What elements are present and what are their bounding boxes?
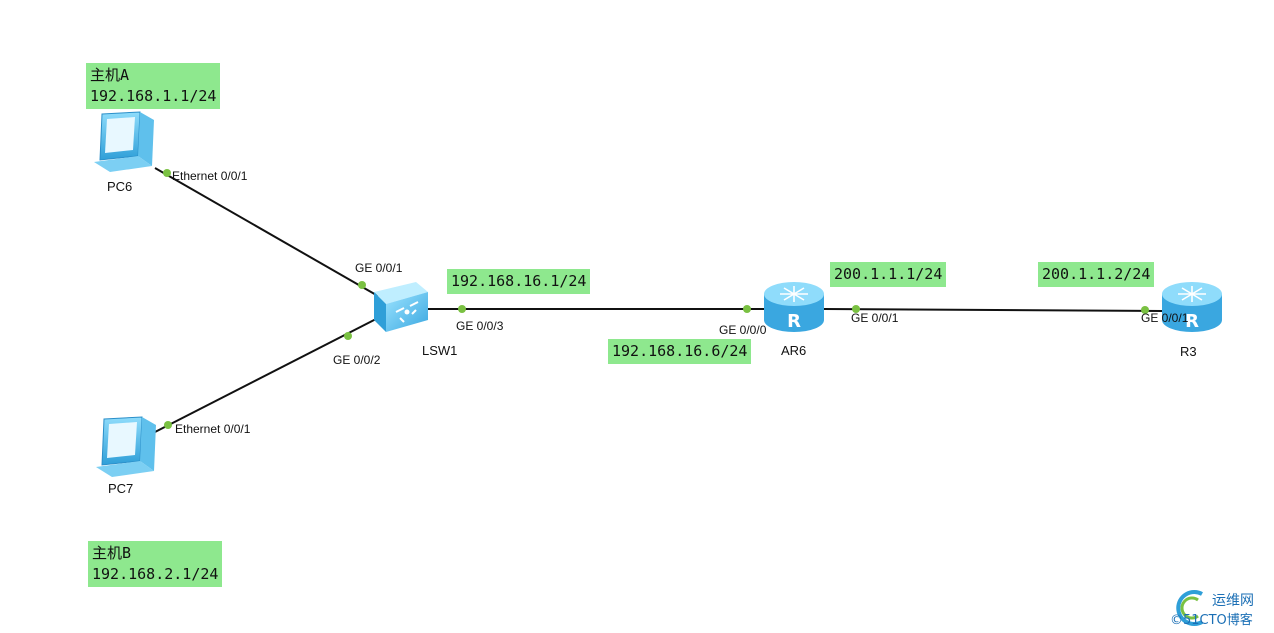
- pc6-icon[interactable]: [94, 111, 154, 172]
- host-a-note: 主机A 192.168.1.1/24: [86, 63, 221, 109]
- port-dot-pc6: [163, 169, 171, 177]
- port-dot-r3-g001: [1141, 306, 1149, 314]
- ar6-g001-ip-note: 200.1.1.1/24: [830, 262, 947, 287]
- port-dot-lsw-g001: [358, 281, 366, 289]
- r3-g001-ip: 200.1.1.2/24: [1042, 265, 1151, 283]
- pc7-icon[interactable]: [96, 416, 156, 477]
- watermark-line1: 运维网: [1212, 593, 1254, 609]
- link-pc6-lsw1[interactable]: [154, 167, 379, 297]
- port-label-pc7-eth: Ethernet 0/0/1: [175, 422, 251, 436]
- ar6-g001-ip: 200.1.1.1/24: [834, 265, 943, 283]
- host-a-name: 主机A: [90, 66, 130, 84]
- ar6-router-icon[interactable]: R: [764, 282, 824, 332]
- port-label-r3-g001: GE 0/0/1: [1141, 311, 1189, 325]
- r3-g001-ip-note: 200.1.1.2/24: [1038, 262, 1155, 287]
- device-label-lsw1: LSW1: [422, 343, 458, 358]
- watermark-line2: ©51CTO博客: [1170, 613, 1253, 628]
- lsw-uplink-ip-note: 192.168.16.1/24: [447, 269, 591, 294]
- link-pc7-lsw1[interactable]: [154, 317, 379, 433]
- device-label-r3: R3: [1180, 344, 1197, 359]
- host-b-note: 主机B 192.168.2.1/24: [88, 541, 223, 587]
- port-label-lsw-g001: GE 0/0/1: [355, 261, 403, 275]
- port-label-pc6-eth: Ethernet 0/0/1: [172, 169, 248, 183]
- svg-text:R: R: [787, 311, 801, 332]
- link-ar6-r3[interactable]: [823, 308, 1163, 312]
- host-a-ip: 192.168.1.1/24: [90, 87, 217, 105]
- port-dot-pc7: [164, 421, 172, 429]
- port-dot-lsw-g003: [458, 305, 466, 313]
- host-b-name: 主机B: [92, 544, 132, 562]
- port-label-ar6-g001: GE 0/0/1: [851, 311, 899, 325]
- watermark-logo-icon: [1176, 590, 1203, 626]
- port-dot-ar6-g001: [852, 305, 860, 313]
- svg-text:R: R: [1185, 311, 1199, 332]
- r3-router-icon[interactable]: R: [1162, 282, 1222, 332]
- device-label-pc7: PC7: [108, 481, 134, 496]
- port-label-lsw-g003: GE 0/0/3: [456, 319, 504, 333]
- port-label-ar6-g000: GE 0/0/0: [719, 323, 767, 337]
- ar6-g000-ip-note: 192.168.16.6/24: [608, 339, 752, 364]
- device-label-ar6: AR6: [781, 343, 807, 358]
- port-dot-ar6-g000: [743, 305, 751, 313]
- host-b-ip: 192.168.2.1/24: [92, 565, 219, 583]
- device-label-pc6: PC6: [107, 179, 133, 194]
- lsw-uplink-ip: 192.168.16.1/24: [451, 272, 587, 290]
- port-label-lsw-g002: GE 0/0/2: [333, 353, 381, 367]
- ar6-g000-ip: 192.168.16.6/24: [612, 342, 748, 360]
- lsw1-switch-icon[interactable]: [374, 282, 428, 332]
- port-dot-lsw-g002: [344, 332, 352, 340]
